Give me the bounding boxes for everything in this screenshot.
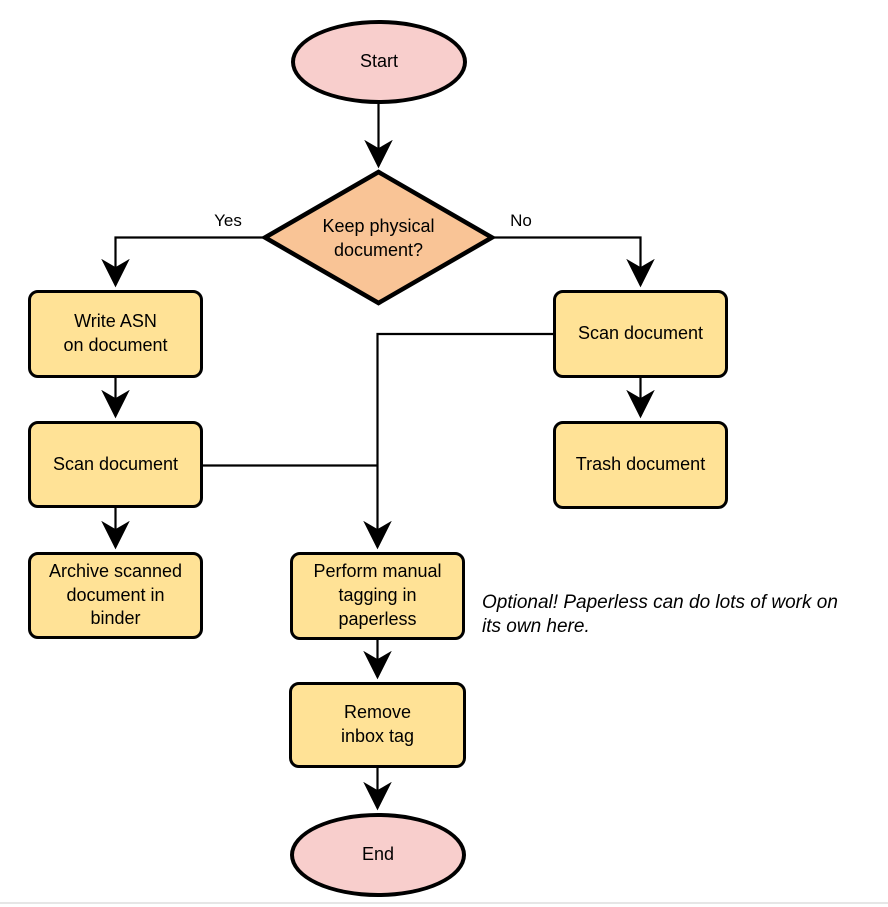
process-scan-document-left: Scan document: [28, 421, 203, 508]
decision-keep-physical-label: Keep physical document?: [322, 215, 435, 260]
process-manual-tagging: Perform manual tagging in paperless: [290, 552, 465, 640]
process-write-asn: Write ASN on document: [28, 290, 203, 378]
edge-decision-yes: [101, 236, 265, 288]
process-archive-in-binder: Archive scanned document in binder: [28, 552, 203, 639]
start-terminator: Start: [291, 20, 467, 104]
process-scan-document-right: Scan document: [553, 290, 728, 378]
process-trash-document: Trash document: [553, 421, 728, 509]
edge-scan-right-to-tagging: [363, 332, 553, 550]
end-terminator: End: [290, 813, 466, 897]
optional-annotation: Optional! Paperless can do lots of work …: [482, 592, 838, 637]
bottom-divider: [0, 902, 888, 904]
edge-label-yes: Yes: [214, 211, 242, 230]
decision-diamond-shape: [260, 169, 497, 306]
process-remove-inbox-tag: Remove inbox tag: [289, 682, 466, 768]
edge-label-no: No: [510, 211, 532, 230]
edge-decision-no: [492, 236, 655, 288]
